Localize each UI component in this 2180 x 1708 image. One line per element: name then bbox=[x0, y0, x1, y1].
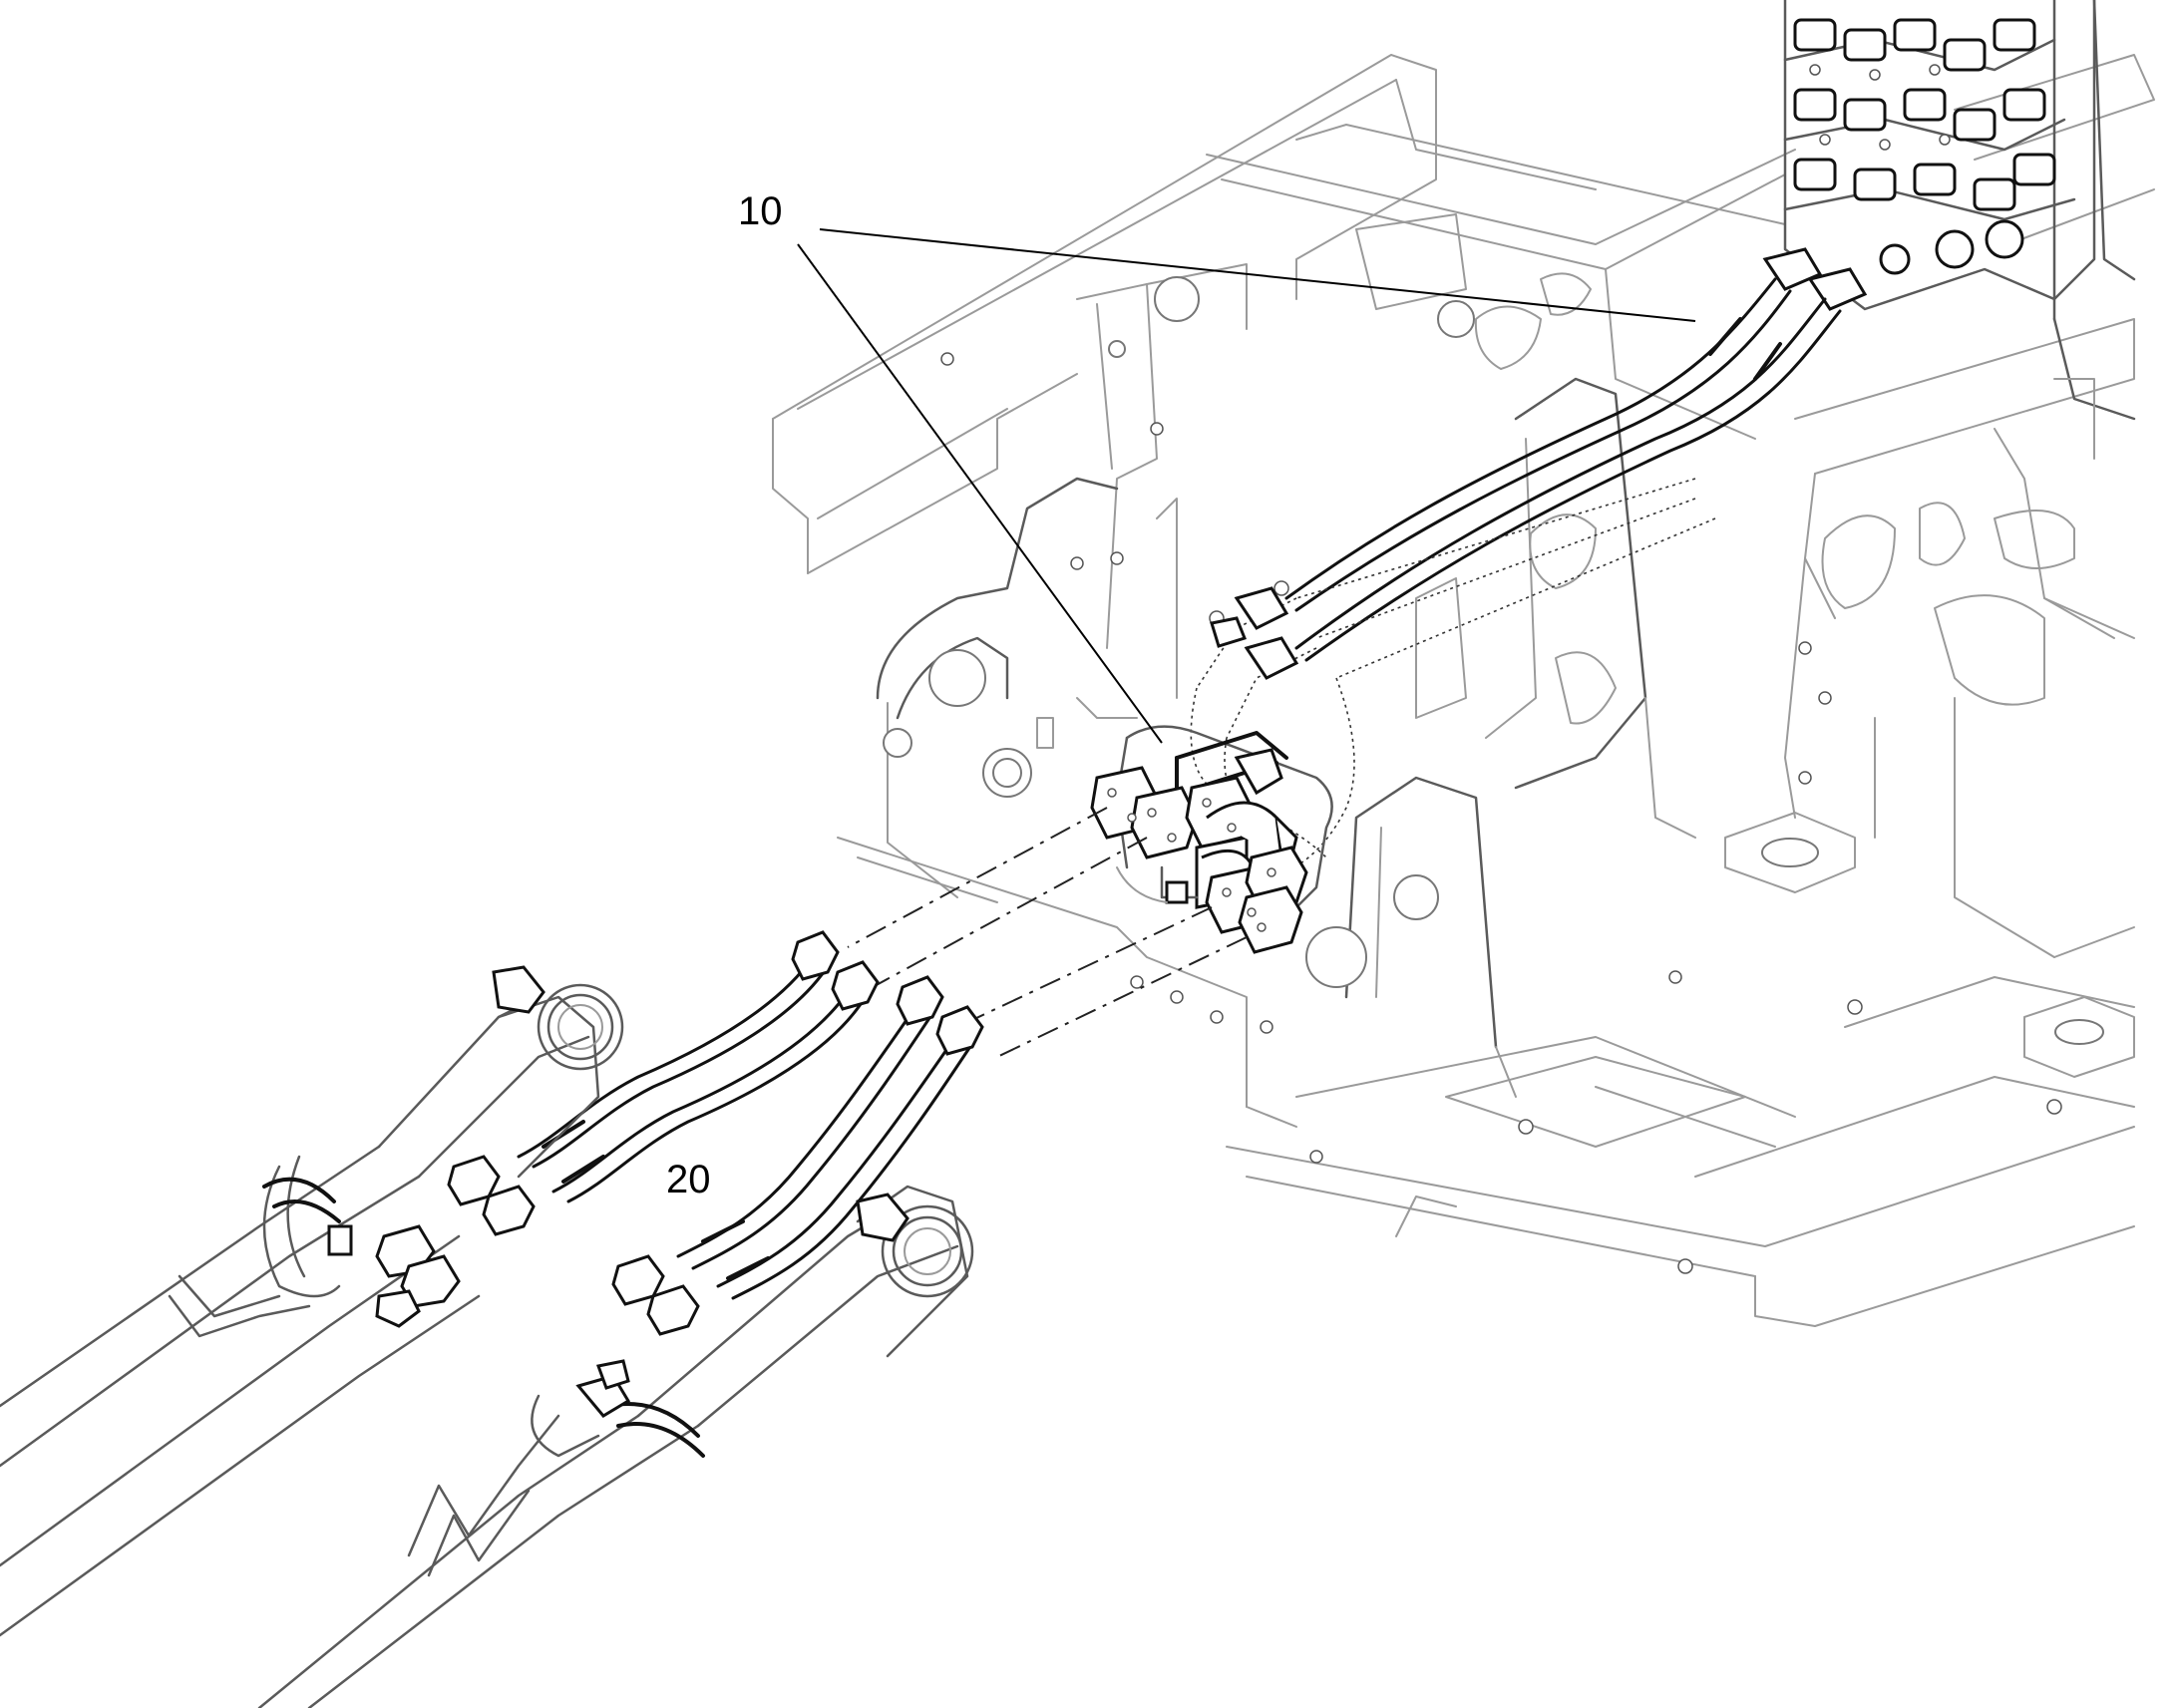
manifold-block bbox=[1090, 725, 1333, 954]
leader-10-to-manifold bbox=[797, 243, 1163, 744]
upper-frame bbox=[772, 54, 2155, 1327]
boom-cylinder-left bbox=[0, 965, 624, 1637]
control-valve-block bbox=[1762, 0, 2136, 460]
callout-item-20: 20 bbox=[666, 1158, 711, 1201]
boom-cylinder-right bbox=[257, 1185, 974, 1708]
leader-10-to-upper-hose bbox=[819, 228, 1696, 322]
assembly-lines bbox=[847, 807, 1248, 1058]
callout-item-10: 10 bbox=[738, 189, 783, 233]
hose-assembly-10 bbox=[1190, 277, 1842, 878]
hose-assembly-20 bbox=[447, 930, 984, 1336]
leader-lines bbox=[797, 228, 1696, 744]
